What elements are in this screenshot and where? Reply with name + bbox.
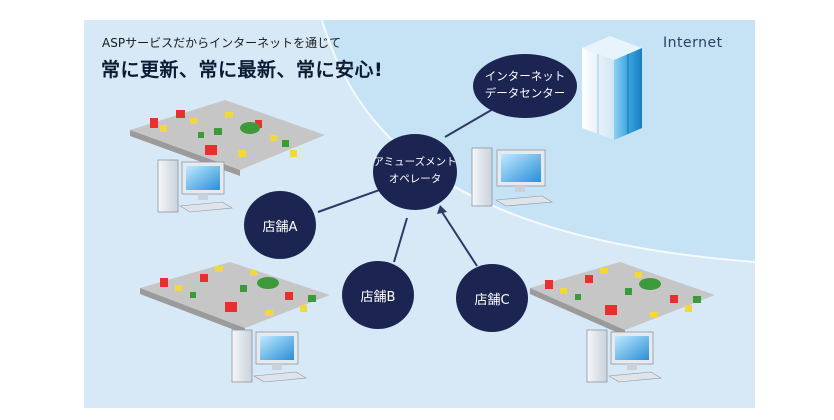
store-map-b <box>140 262 330 334</box>
node-store-a <box>244 191 316 259</box>
arrow-head-icon <box>437 205 447 214</box>
datacenter-label-line-1: インターネット <box>484 69 566 83</box>
node-operator <box>373 134 457 210</box>
internet-zone <box>322 20 755 262</box>
computer-icon-c <box>586 329 662 383</box>
node-store-b <box>342 261 414 329</box>
computer-icon-b <box>231 329 307 383</box>
operator-label-line-2: オペレータ <box>388 173 442 185</box>
node-datacenter <box>473 54 577 118</box>
operator-label: アミューズメント オペレータ <box>373 154 457 188</box>
link-operator-store-a <box>317 187 386 213</box>
operator-label-line-1: アミューズメント <box>373 156 457 168</box>
store-map-c <box>530 262 715 336</box>
internet-label: Internet <box>663 35 723 51</box>
node-store-c <box>456 264 528 332</box>
subtitle: ASPサービスだからインターネットを通じて <box>102 36 342 50</box>
store-a-label: 店舗A <box>262 220 298 235</box>
datacenter-label-line-2: データセンター <box>484 86 566 100</box>
datacenter-label: インターネット データセンター <box>473 68 577 102</box>
link-operator-datacenter <box>444 104 501 138</box>
computer-icon-operator <box>471 147 553 207</box>
link-operator-store-b <box>393 217 408 263</box>
computer-icon-a <box>157 159 233 213</box>
connection-lines <box>317 104 501 267</box>
headline: 常に更新、常に最新、常に安心! <box>101 59 384 81</box>
store-c-label: 店舗C <box>474 293 510 308</box>
store-b-label: 店舗B <box>360 290 396 305</box>
server-tower-icon <box>582 36 642 140</box>
link-operator-store-c <box>441 211 478 267</box>
